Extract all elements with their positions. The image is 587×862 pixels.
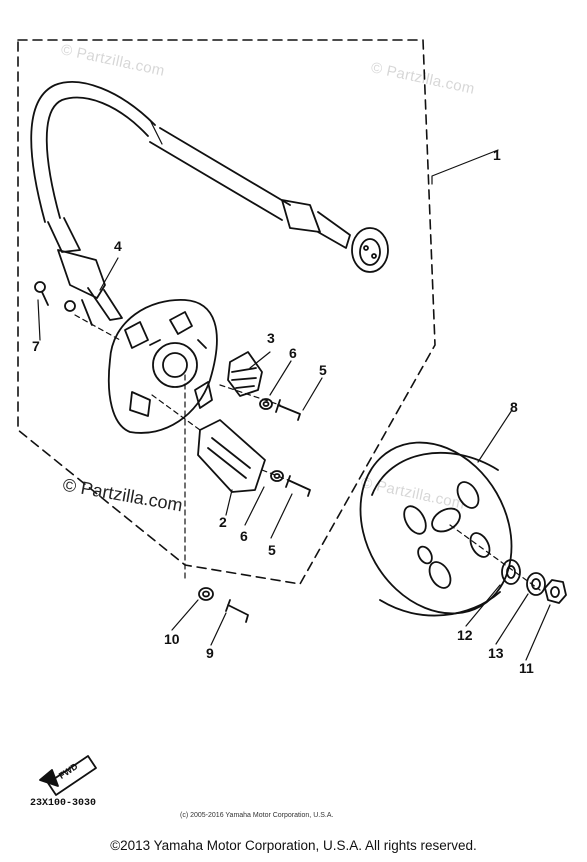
callout-3: 3 xyxy=(267,330,275,346)
callout-5-lower: 5 xyxy=(268,542,276,558)
wire-harness xyxy=(30,81,389,273)
part-9-screw xyxy=(225,599,249,623)
callout-4: 4 xyxy=(114,238,122,254)
part-11-nut xyxy=(544,579,567,604)
small-copyright: (c) 2005-2016 Yamaha Motor Corporation, … xyxy=(180,812,334,819)
assembly-boundary-dashed xyxy=(17,39,436,585)
callout-10: 10 xyxy=(164,631,180,647)
part-7-screw xyxy=(34,281,49,306)
callout-12: 12 xyxy=(457,627,473,643)
callout-6-upper: 6 xyxy=(289,345,297,361)
part-8-flywheel-rotor xyxy=(359,441,513,617)
part-2-source-coil xyxy=(197,419,266,493)
callout-5-upper: 5 xyxy=(319,362,327,378)
part-10-washer xyxy=(198,587,214,601)
leader-lines xyxy=(37,149,551,661)
part-5-screw-lower xyxy=(285,475,311,497)
part-6-washer-lower xyxy=(270,470,284,482)
callout-13: 13 xyxy=(488,645,504,661)
forward-arrow-icon xyxy=(39,755,97,796)
stator-plate xyxy=(107,299,218,434)
callout-1: 1 xyxy=(493,147,501,163)
callout-9: 9 xyxy=(206,645,214,661)
part-6-washer-upper xyxy=(259,398,273,410)
callout-7: 7 xyxy=(32,338,40,354)
diagram-code: 23X100-3030 xyxy=(30,798,97,809)
footer-copyright: ©2013 Yamaha Motor Corporation, U.S.A. A… xyxy=(110,838,477,853)
part-4-grommet-clamp xyxy=(57,249,123,326)
callout-6-lower: 6 xyxy=(240,528,248,544)
part-3-pulser-coil xyxy=(227,351,263,397)
callout-8: 8 xyxy=(510,399,518,415)
part-5-screw-upper xyxy=(275,399,301,421)
part-13-spring-washer xyxy=(526,572,546,596)
part-12-washer xyxy=(501,559,521,585)
callout-11: 11 xyxy=(519,660,534,676)
callout-2: 2 xyxy=(219,514,227,530)
